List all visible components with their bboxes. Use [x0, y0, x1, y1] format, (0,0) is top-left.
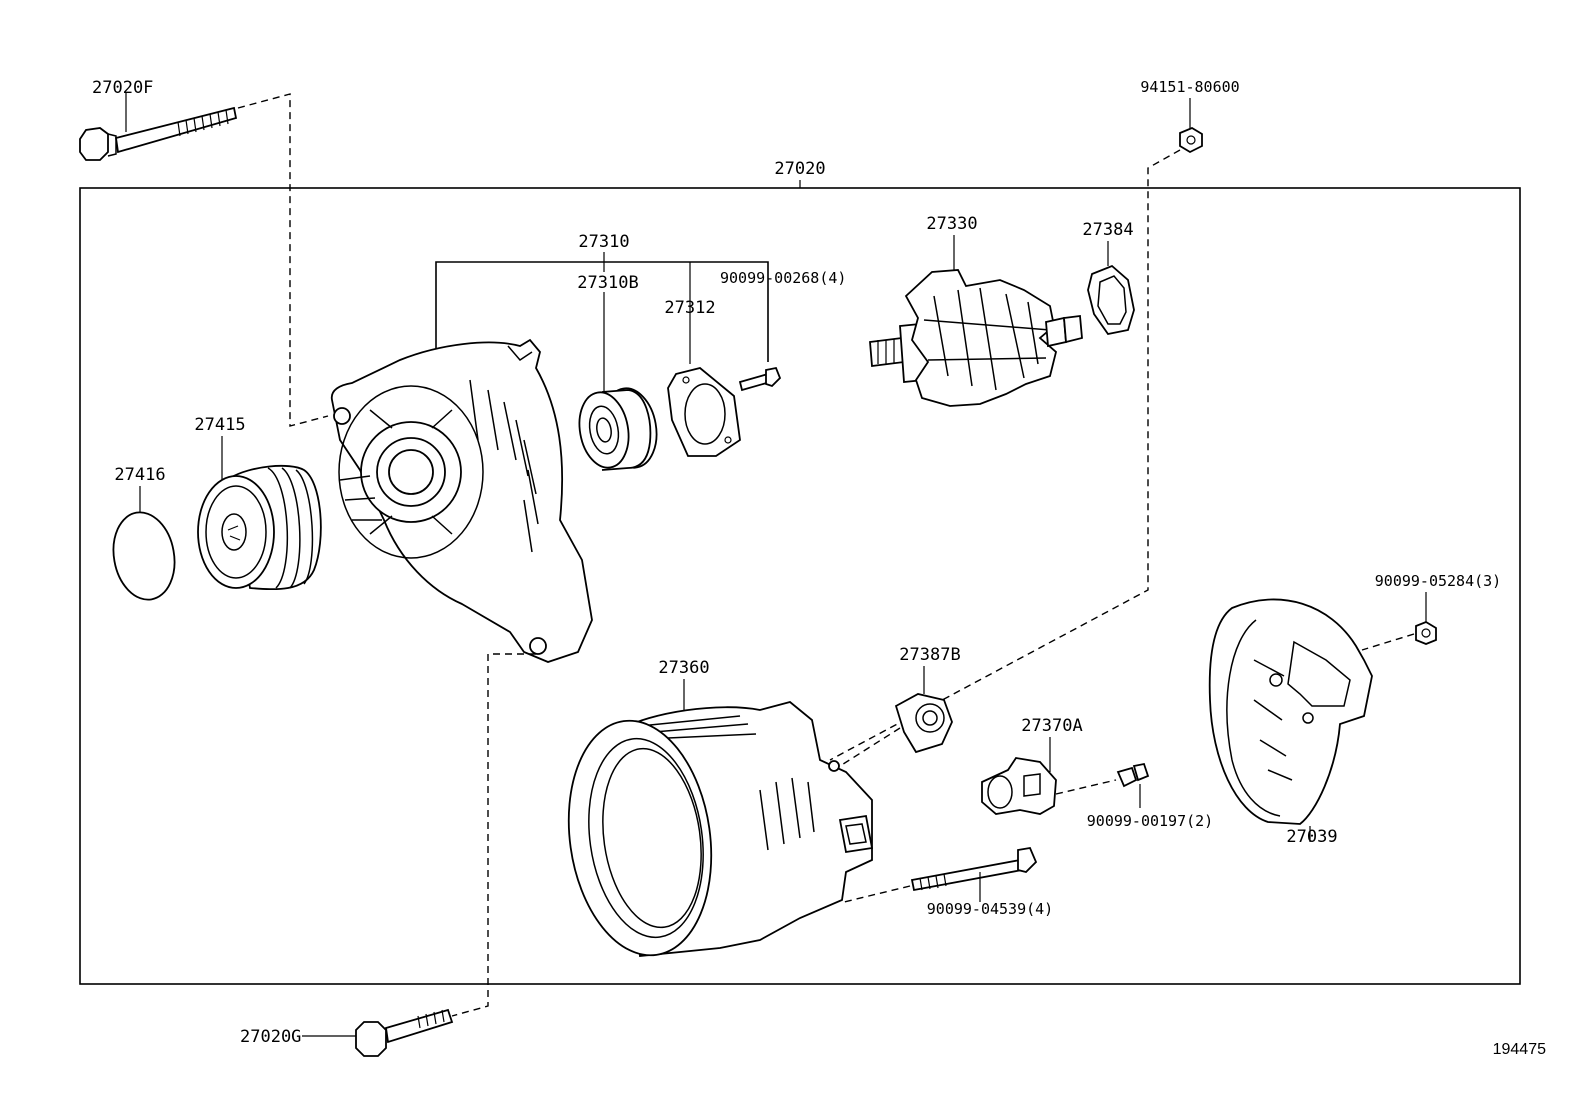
screw-90099-00197[interactable]: [1116, 762, 1150, 788]
retainer-plate-27312[interactable]: [667, 367, 741, 457]
label-27387b: 27387B: [899, 645, 960, 665]
label-27370a: 27370A: [1021, 716, 1082, 736]
through-bolt-90099-04539[interactable]: [910, 846, 1038, 892]
figure-id: 194475: [1493, 1041, 1546, 1058]
rear-cover-27039[interactable]: [1208, 598, 1373, 825]
label-90099-05284: 90099-05284(3): [1375, 572, 1501, 590]
label-90099-00197: 90099-00197(2): [1087, 812, 1213, 830]
label-27310b: 27310B: [577, 273, 638, 293]
seal-plate-27384[interactable]: [1087, 264, 1135, 335]
bolt-27020g[interactable]: [355, 1008, 454, 1057]
bolt-27020f[interactable]: [79, 106, 238, 161]
label-27020f: 27020F: [92, 78, 153, 98]
label-27360: 27360: [658, 658, 709, 678]
regulator-27370a[interactable]: [981, 757, 1057, 815]
cap-27416[interactable]: [107, 507, 181, 604]
label-27039: 27039: [1286, 827, 1337, 847]
label-27415: 27415: [194, 415, 245, 435]
label-27312: 27312: [664, 298, 715, 318]
assembly-label: 27020: [774, 159, 825, 179]
bearing-27310b[interactable]: [574, 384, 663, 472]
label-94151-80600: 94151-80600: [1140, 78, 1239, 96]
rotor-27330[interactable]: [869, 269, 1083, 407]
label-90099-04539: 90099-04539(4): [927, 900, 1053, 918]
nut-90099-05284[interactable]: [1415, 620, 1437, 645]
stator-rear-frame-27360[interactable]: [554, 701, 874, 965]
label-27310: 27310: [578, 232, 629, 252]
drive-end-frame[interactable]: [330, 338, 593, 663]
label-90099-00268: 90099-00268(4): [720, 269, 846, 287]
pulley-27415[interactable]: [197, 464, 322, 591]
holder-27387b[interactable]: [894, 693, 953, 754]
screw-90099-00268[interactable]: [738, 366, 782, 392]
label-27384: 27384: [1082, 220, 1133, 240]
label-27330: 27330: [926, 214, 977, 234]
nut-94151-80600[interactable]: [1179, 126, 1203, 154]
label-27416: 27416: [114, 465, 165, 485]
label-27020g: 27020G: [240, 1027, 301, 1047]
